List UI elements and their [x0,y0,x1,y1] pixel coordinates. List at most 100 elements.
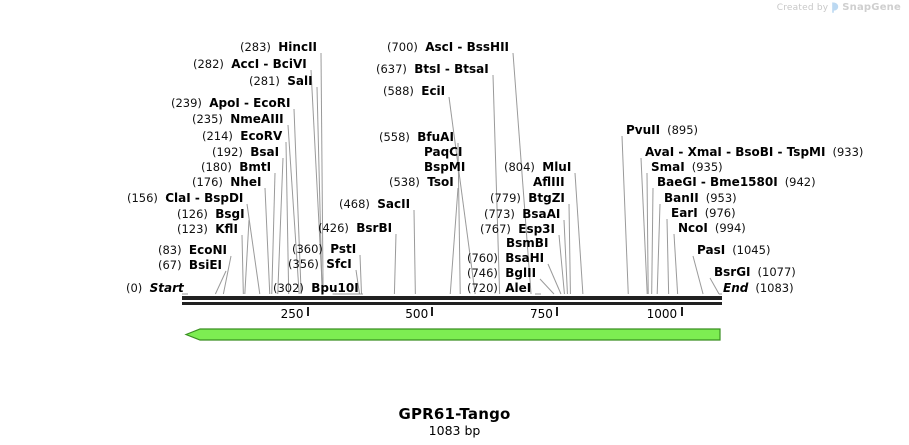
sequence-length: 1083 bp [428,423,481,438]
enzyme-label-sacii[interactable]: (468) SacII [339,198,410,211]
enzyme-label-btgzi[interactable]: (779) BtgZI [490,192,565,205]
enzyme-name: NcoI [678,221,708,235]
enzyme-position: (426) [318,221,349,235]
enzyme-name: EarI [671,206,698,220]
enzyme-label-sali[interactable]: (281) SalI [249,75,313,88]
enzyme-position: (538) [389,175,420,189]
enzyme-position: (720) [467,281,498,295]
enzyme-label-acci-bcivi[interactable]: (282) AccI - BciVI [193,58,307,71]
enzyme-label-tsoi[interactable]: (538) TsoI [389,176,454,189]
enzyme-label-nmeaiii[interactable]: (235) NmeAIII [192,113,284,126]
enzyme-position: (283) [240,40,271,54]
leader-line-acci-bcivi [310,69,324,295]
enzyme-label-bpu10i[interactable]: (302) Bpu10I [273,282,359,295]
enzyme-label-pasi[interactable]: PasI(1045) [697,244,770,257]
enzyme-name: AleI [505,281,532,295]
enzyme-position: (700) [387,40,418,54]
leader-line-sfci [355,269,361,295]
enzyme-label-kfli[interactable]: (123) KflI [177,223,238,236]
enzyme-label-bspmi[interactable]: BspMI [424,161,465,174]
enzyme-position: (779) [490,191,521,205]
leader-line-apoi-ecori [293,108,302,295]
enzyme-position: (126) [177,207,208,221]
enzyme-label-start[interactable]: (0) Start [126,282,184,295]
enzyme-label-bsmbi[interactable]: BsmBI [506,237,548,250]
leader-line-bsaai [563,219,568,295]
enzyme-label-clai-bspdi[interactable]: (156) ClaI - BspDI [127,192,243,205]
enzyme-label-baegi-bme1580i[interactable]: BaeGI - Bme1580I(942) [657,176,816,189]
enzyme-label-btsi-btsai[interactable]: (637) BtsI - BtsaI [376,63,489,76]
page-title: GPR61-Tango [398,405,511,423]
enzyme-name: PstI [330,242,357,256]
enzyme-name: BsaHI [505,251,545,265]
enzyme-label-eari[interactable]: EarI(976) [671,207,736,220]
leader-line-esp3i [558,234,565,295]
enzyme-label-sfci[interactable]: (356) SfcI [288,258,352,271]
enzyme-position: (192) [212,145,243,159]
ruler-tick-250 [306,307,309,316]
enzyme-label-nhei[interactable]: (176) NheI [192,176,261,189]
enzyme-label-bsgi[interactable]: (126) BsgI [177,208,245,221]
enzyme-name: BsgI [215,207,245,221]
enzyme-label-econi[interactable]: (83) EcoNI [158,244,227,257]
enzyme-name: PasI [697,243,726,257]
orf-arrow-shape[interactable] [184,328,721,341]
enzyme-label-bsrbi[interactable]: (426) BsrBI [318,222,392,235]
enzyme-label-bsrgi[interactable]: BsrGI (1077) [714,266,796,279]
enzyme-label-asci-bsshii[interactable]: (700) AscI - BssHII [387,41,509,54]
enzyme-name: BspMI [424,160,466,174]
enzyme-position: (935) [691,160,723,174]
enzyme-label-afliii[interactable]: AflIII [533,176,565,189]
enzyme-label-bfuai[interactable]: (558) BfuAI [379,131,454,144]
enzyme-label-alei[interactable]: (720) AleI [467,282,531,295]
enzyme-label-bsahi[interactable]: (760) BsaHI [467,252,544,265]
enzyme-label-banii[interactable]: BanII(953) [664,192,737,205]
enzyme-position: (953) [705,191,737,205]
enzyme-name: EcoNI [188,243,227,257]
enzyme-name: EciI [421,84,446,98]
enzyme-label-end[interactable]: End(1083) [723,282,794,295]
enzyme-label-smai[interactable]: SmaI(935) [651,161,723,174]
enzyme-label-bmti[interactable]: (180) BmtI [201,161,271,174]
enzyme-name: AflIII [533,175,565,189]
enzyme-position: (994) [714,221,746,235]
enzyme-label-pvuii[interactable]: PvuII(895) [626,124,698,137]
enzyme-name: Start [149,281,184,295]
enzyme-name: BmtI [239,160,272,174]
enzyme-label-bsiei[interactable]: (67) BsiEI [158,259,222,272]
enzyme-label-avai-xmai-bsobi-tspmi[interactable]: AvaI - XmaI - BsoBI - TspMI(933) [645,146,863,159]
enzyme-label-ecii[interactable]: (588) EciI [383,85,445,98]
leader-line-pasi [692,255,704,295]
enzyme-label-psti[interactable]: (360) PstI [292,243,356,256]
enzyme-label-mlui[interactable]: (804) MluI [504,161,571,174]
leader-line-bsrbi [393,233,397,295]
enzyme-label-ecorv[interactable]: (214) EcoRV [202,130,282,143]
enzyme-label-bsaai[interactable]: (773) BsaAI [484,208,560,221]
enzyme-name: AccI - BciVI [231,57,307,71]
leader-line-nmeaiii [287,124,300,295]
enzyme-name: BsrGI [714,265,751,279]
backbone-lower [182,302,722,305]
leader-line-tsoi [449,187,459,295]
enzyme-position: (239) [171,96,202,110]
ruler-tick-500 [431,307,434,316]
enzyme-label-hincii[interactable]: (283) HincII [240,41,317,54]
enzyme-position: (767) [480,222,511,236]
leader-line-banii [656,203,661,295]
enzyme-label-apoi-ecori[interactable]: (239) ApoI - EcoRI [171,97,290,110]
enzyme-position: (180) [201,160,232,174]
enzyme-position: (1077) [757,265,796,279]
enzyme-label-bglii[interactable]: (746) BglII [467,267,536,280]
leader-line-bglii [539,278,555,295]
enzyme-label-paqci[interactable]: PaqCI [424,146,462,159]
enzyme-name: Bpu10I [311,281,359,295]
leader-line-sali [316,86,323,295]
leader-line-asci-bsshii [512,52,532,295]
enzyme-name: MluI [542,160,572,174]
enzyme-label-ncoi[interactable]: NcoI (994) [678,222,746,235]
ruler-tick-label-500: 500 [405,307,429,321]
enzyme-label-esp3i[interactable]: (767) Esp3I [480,223,555,236]
enzyme-name: PvuII [626,123,661,137]
enzyme-label-bsai[interactable]: (192) BsaI [212,146,279,159]
